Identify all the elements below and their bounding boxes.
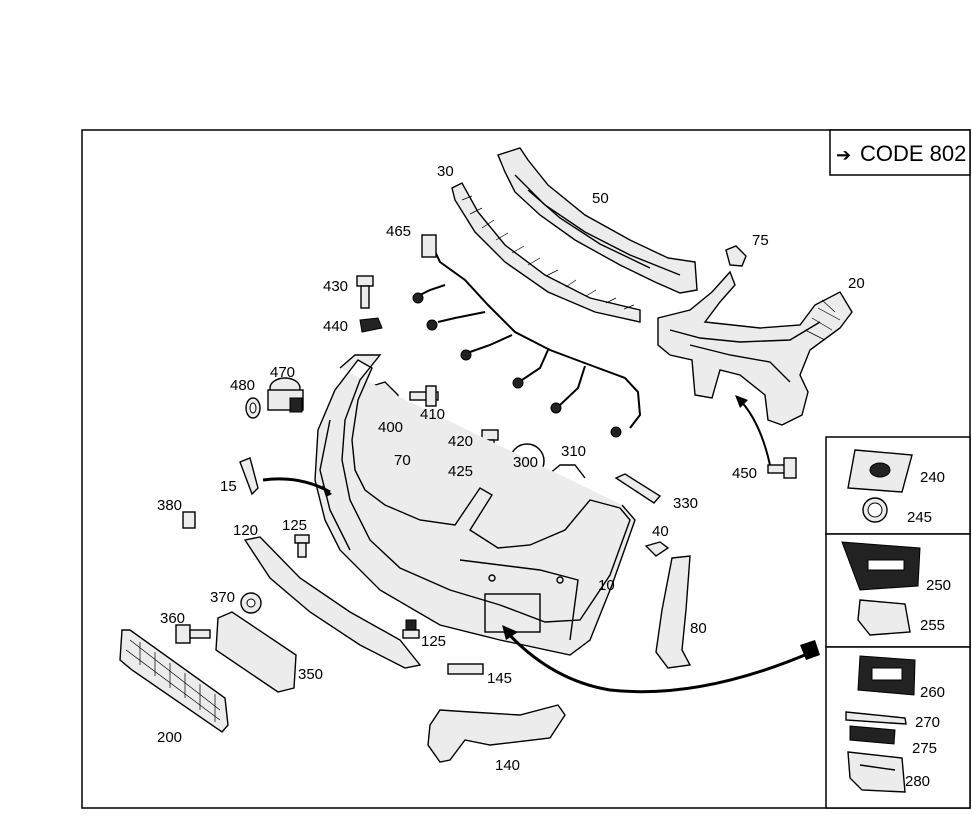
part-450-screw xyxy=(767,457,797,479)
part-250-cover xyxy=(841,541,921,591)
part-360-screw xyxy=(175,624,211,644)
part-125-bolt-a xyxy=(294,534,310,558)
part-200-grille xyxy=(119,629,229,733)
label-120: 120 xyxy=(233,522,258,539)
code-arrow-icon: ➔ xyxy=(836,145,851,165)
label-70: 70 xyxy=(394,452,411,469)
label-450: 450 xyxy=(732,465,757,482)
label-380: 380 xyxy=(157,497,182,514)
label-245: 245 xyxy=(907,509,932,526)
part-125-bolt-b xyxy=(402,619,420,639)
part-245-ring xyxy=(862,497,888,523)
part-370-nut xyxy=(240,592,262,614)
label-260: 260 xyxy=(920,684,945,701)
label-480: 480 xyxy=(230,377,255,394)
label-50: 50 xyxy=(592,190,609,207)
label-145: 145 xyxy=(487,670,512,687)
label-410: 410 xyxy=(420,406,445,423)
label-250: 250 xyxy=(926,577,951,594)
part-350-plate xyxy=(215,611,297,693)
part-240-fog-trim xyxy=(847,449,913,493)
part-50-impact-absorber xyxy=(497,147,698,294)
pointer-arrow-15 xyxy=(262,477,332,497)
label-125-b: 125 xyxy=(421,633,446,650)
part-20-bracket xyxy=(657,270,853,426)
part-430-bolt xyxy=(356,275,374,309)
label-275: 275 xyxy=(912,740,937,757)
label-360: 360 xyxy=(160,610,185,627)
label-15: 15 xyxy=(220,478,237,495)
part-410-screw xyxy=(409,385,439,407)
label-255: 255 xyxy=(920,617,945,634)
part-270-strip xyxy=(845,711,907,725)
label-40: 40 xyxy=(652,523,669,540)
code-label: CODE 802 xyxy=(860,141,966,166)
label-430: 430 xyxy=(323,278,348,295)
label-300: 300 xyxy=(513,454,538,471)
label-125-a: 125 xyxy=(282,517,307,534)
label-465: 465 xyxy=(386,223,411,240)
label-10: 10 xyxy=(598,577,615,594)
label-350: 350 xyxy=(298,666,323,683)
label-75: 75 xyxy=(752,232,769,249)
label-140: 140 xyxy=(495,757,520,774)
pointer-arrow-450 xyxy=(735,395,771,466)
part-380-nut xyxy=(182,511,196,529)
label-370: 370 xyxy=(210,589,235,606)
part-145-tag xyxy=(447,663,484,675)
label-30: 30 xyxy=(437,163,454,180)
part-120-lower-strip xyxy=(243,536,422,669)
part-480-ring xyxy=(245,397,261,419)
label-420: 420 xyxy=(448,433,473,450)
part-310-spring xyxy=(547,464,586,479)
label-310: 310 xyxy=(561,443,586,460)
part-260-cover xyxy=(857,655,916,696)
label-440: 440 xyxy=(323,318,348,335)
part-40-pin xyxy=(644,541,670,557)
part-330-strip xyxy=(614,473,662,504)
part-140-trim xyxy=(427,704,566,763)
part-15-bracket xyxy=(239,457,259,496)
part-10-bumper-cover xyxy=(314,354,636,656)
label-330: 330 xyxy=(673,495,698,512)
part-440-clip xyxy=(359,317,383,333)
part-470-sensor xyxy=(267,377,304,413)
label-80: 80 xyxy=(690,620,707,637)
part-80-bracket xyxy=(655,555,692,669)
part-75-clip xyxy=(725,245,747,267)
part-465-wiring-harness xyxy=(412,234,642,438)
label-400: 400 xyxy=(378,419,403,436)
part-30-mesh-strip xyxy=(451,182,641,323)
part-275-strip xyxy=(849,725,896,745)
label-200: 200 xyxy=(157,729,182,746)
label-240: 240 xyxy=(920,469,945,486)
label-280: 280 xyxy=(905,773,930,790)
label-20: 20 xyxy=(848,275,865,292)
label-425: 425 xyxy=(448,463,473,480)
part-255-frame xyxy=(857,599,911,636)
pointer-arrow-side xyxy=(502,625,820,694)
code-802-box: ➔ CODE 802 xyxy=(829,129,971,176)
part-280-bracket xyxy=(847,751,906,793)
label-270: 270 xyxy=(915,714,940,731)
label-470: 470 xyxy=(270,364,295,381)
